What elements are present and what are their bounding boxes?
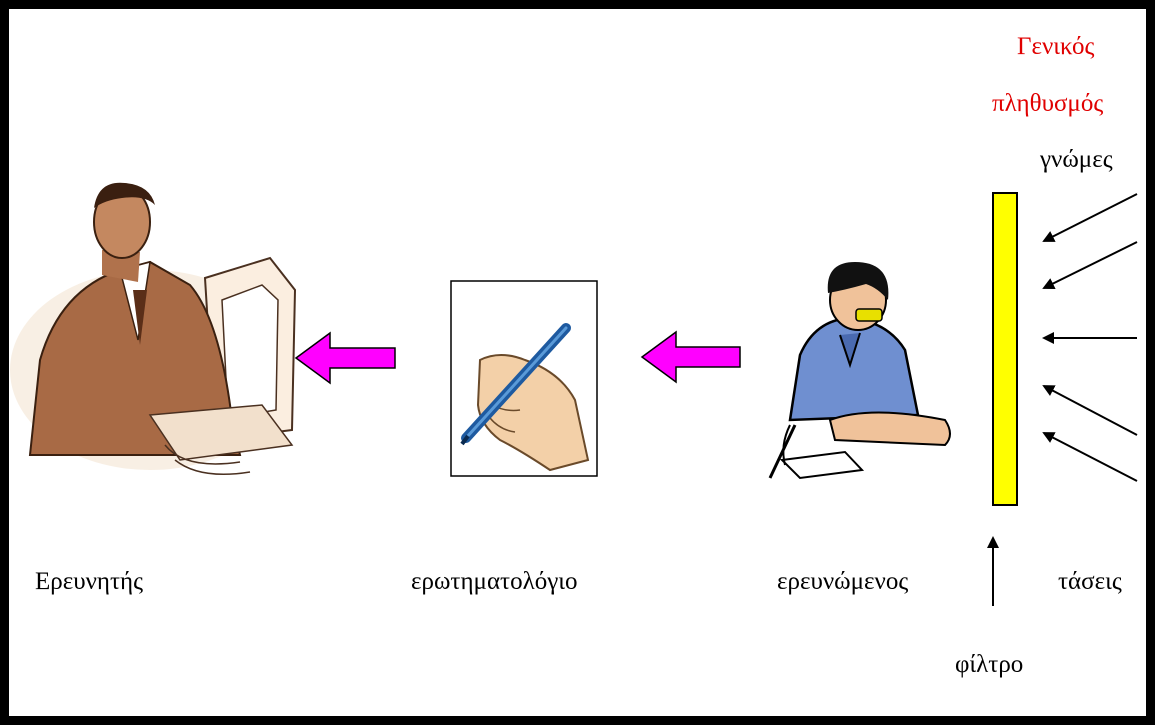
population-label-line2: πληθυσμός (992, 90, 1104, 117)
researcher-label: Ερευνητής (35, 568, 144, 595)
questionnaire-hand-pen-icon (450, 280, 598, 477)
opinion-arrow-4 (1042, 385, 1138, 436)
tendencies-label: τάσεις (1058, 568, 1122, 595)
flow-arrow-to-questionnaire (640, 330, 741, 384)
opinions-label: γνώμες (1040, 146, 1113, 173)
researcher-clipart-icon (10, 182, 297, 475)
flow-arrow-to-researcher (294, 331, 396, 385)
population-label-line1: Γενικός (1017, 33, 1095, 60)
opinion-arrow-5 (1042, 432, 1138, 482)
filter-label: φίλτρο (955, 651, 1024, 678)
opinion-arrows (1042, 193, 1138, 482)
opinion-arrow-2 (1042, 241, 1138, 289)
opinion-arrow-1 (1042, 193, 1138, 242)
respondent-label: ερευνώμενος (777, 568, 909, 595)
questionnaire-label: ερωτηματολόγιο (411, 568, 578, 595)
filter-bar (992, 192, 1018, 506)
respondent-clipart-icon (768, 262, 951, 480)
